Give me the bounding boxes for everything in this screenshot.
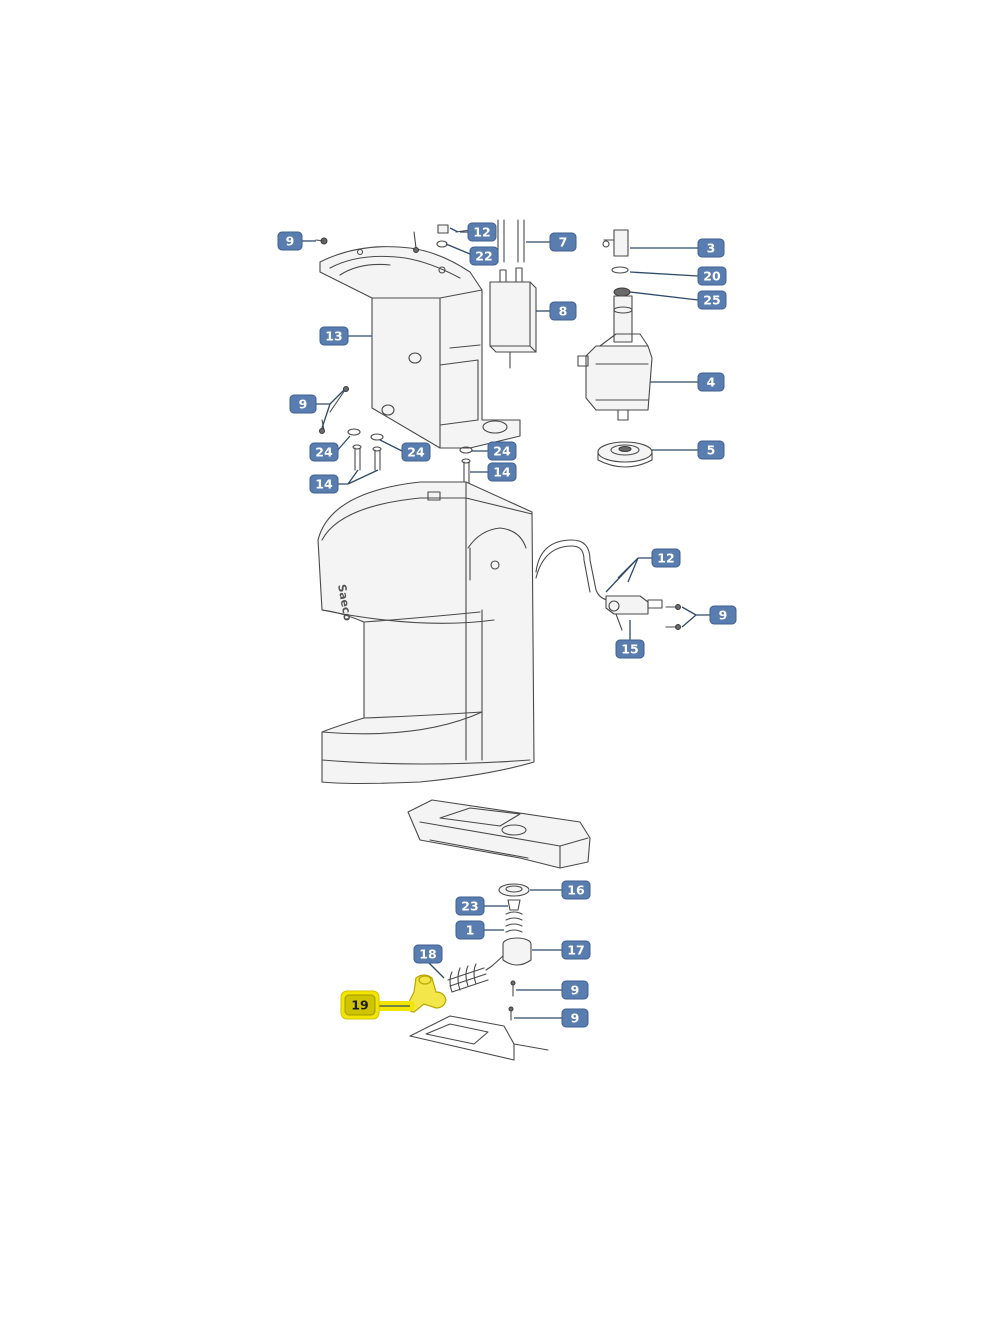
svg-text:12: 12 bbox=[473, 225, 490, 240]
svg-text:16: 16 bbox=[567, 883, 585, 898]
callout-badge: 9 bbox=[277, 231, 303, 251]
svg-text:15: 15 bbox=[621, 642, 638, 657]
svg-text:17: 17 bbox=[567, 943, 584, 958]
bottom-cover-part bbox=[409, 1015, 549, 1061]
svg-text:3: 3 bbox=[707, 241, 716, 256]
chassis-frame-part bbox=[319, 246, 521, 449]
svg-text:7: 7 bbox=[559, 235, 568, 250]
svg-text:5: 5 bbox=[707, 443, 716, 458]
main-housing-part: Saeco bbox=[317, 481, 535, 785]
svg-text:8: 8 bbox=[559, 304, 568, 319]
callout-badge-highlighted: 19 bbox=[340, 990, 380, 1020]
leader-lines bbox=[302, 227, 710, 1019]
callout-badge: 24 bbox=[401, 442, 431, 462]
callout-badge: 14 bbox=[487, 462, 517, 482]
svg-text:22: 22 bbox=[475, 249, 492, 264]
svg-text:25: 25 bbox=[703, 293, 720, 308]
svg-text:9: 9 bbox=[286, 234, 295, 249]
callout-badge: 12 bbox=[651, 548, 681, 568]
damper-part bbox=[597, 441, 653, 468]
callout-badge: 25 bbox=[697, 290, 727, 310]
callout-badge: 20 bbox=[697, 266, 727, 286]
svg-text:9: 9 bbox=[719, 608, 728, 623]
callout-badge: 24 bbox=[487, 441, 517, 461]
svg-text:14: 14 bbox=[493, 465, 511, 480]
svg-text:9: 9 bbox=[571, 1011, 580, 1026]
svg-text:23: 23 bbox=[461, 899, 478, 914]
callout-badge: 9 bbox=[709, 605, 737, 625]
svg-text:12: 12 bbox=[657, 551, 674, 566]
callout-badge: 24 bbox=[309, 442, 339, 462]
callout-badge: 9 bbox=[561, 980, 589, 1000]
callout-badge: 23 bbox=[455, 896, 485, 916]
callout-badge: 3 bbox=[697, 238, 725, 258]
svg-text:24: 24 bbox=[407, 445, 425, 460]
svg-text:24: 24 bbox=[493, 444, 511, 459]
svg-text:4: 4 bbox=[707, 375, 716, 390]
tube-part bbox=[497, 219, 525, 263]
svg-text:20: 20 bbox=[703, 269, 721, 284]
lower-valve-part bbox=[447, 883, 532, 1021]
callout-badge: 14 bbox=[309, 474, 339, 494]
callout-badge: 8 bbox=[549, 301, 577, 321]
valve-assembly-part bbox=[535, 539, 681, 631]
svg-text:Saeco: Saeco bbox=[335, 583, 354, 622]
svg-text:1: 1 bbox=[466, 923, 475, 938]
callout-badge: 15 bbox=[615, 639, 645, 659]
svg-text:9: 9 bbox=[571, 983, 580, 998]
callout-badge: 9 bbox=[289, 394, 317, 414]
callout-badge: 9 bbox=[561, 1008, 589, 1028]
callout-badge: 7 bbox=[549, 232, 577, 252]
base-tray-part bbox=[407, 799, 591, 869]
svg-text:18: 18 bbox=[419, 947, 436, 962]
callout-badge: 1 bbox=[455, 920, 485, 940]
heater-block-part bbox=[489, 267, 537, 369]
callout-badge: 13 bbox=[319, 326, 349, 346]
svg-text:24: 24 bbox=[315, 445, 333, 460]
callout-badge: 12 bbox=[467, 222, 497, 242]
callout-badge: 16 bbox=[561, 880, 591, 900]
pump-assembly-part bbox=[577, 229, 653, 421]
svg-text:19: 19 bbox=[351, 998, 368, 1013]
svg-text:14: 14 bbox=[315, 477, 333, 492]
svg-text:13: 13 bbox=[325, 329, 342, 344]
callout-badge: 22 bbox=[469, 246, 499, 266]
callout-badge: 4 bbox=[697, 372, 725, 392]
svg-text:9: 9 bbox=[299, 397, 308, 412]
callout-badge: 18 bbox=[413, 944, 443, 964]
callout-badge: 5 bbox=[697, 440, 725, 460]
callout-badge: 17 bbox=[561, 940, 591, 960]
